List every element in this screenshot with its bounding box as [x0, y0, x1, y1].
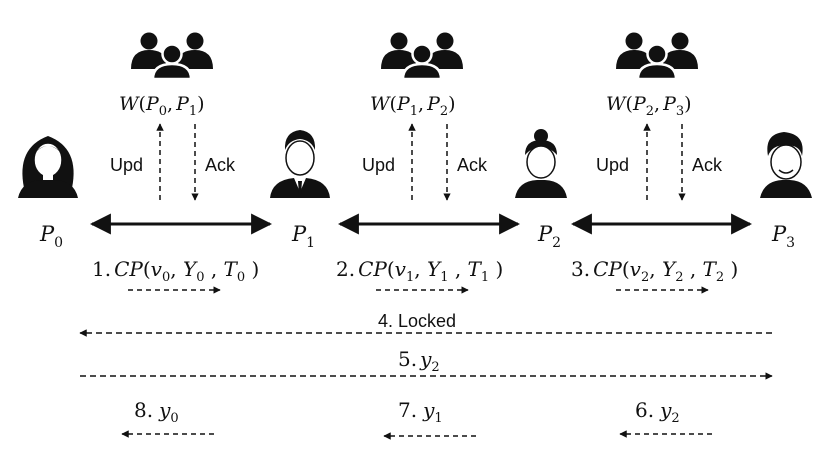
man-avatar-icon — [760, 132, 812, 198]
woman-bun-avatar-icon — [515, 129, 567, 198]
party-label-p0: P0 — [39, 222, 63, 251]
woman-avatar-icon — [18, 136, 78, 198]
ack-label-2: Ack — [457, 155, 488, 175]
group-icon — [614, 31, 700, 81]
watchtower-label-3: W(P2,P3) — [606, 93, 692, 119]
upd-label-2: Upd — [362, 155, 395, 175]
step-5-label: 5.y2 — [398, 347, 440, 375]
ack-label-3: Ack — [692, 155, 723, 175]
party-label-p1: P1 — [291, 222, 315, 251]
group-icon — [379, 31, 465, 81]
step-7-label: 7.y1 — [398, 398, 443, 426]
ack-label-1: Ack — [205, 155, 236, 175]
step-4-label: 4. Locked — [378, 311, 456, 331]
party-label-p3: P3 — [771, 222, 795, 251]
step-3-label: 3.CP(v2, Y2 , T2 ) — [571, 257, 738, 285]
businessman-avatar-icon — [270, 130, 330, 198]
group-icon — [129, 31, 215, 81]
step-6-label: 6.y2 — [635, 398, 680, 426]
upd-label-3: Upd — [596, 155, 629, 175]
step-2-label: 2.CP(v1, Y1 , T1 ) — [336, 257, 503, 285]
party-label-p2: P2 — [537, 222, 561, 251]
step-8-label: 8.y0 — [134, 398, 179, 426]
upd-label-1: Upd — [110, 155, 143, 175]
step-1-label: 1.CP(v0, Y0 , T0 ) — [92, 257, 259, 285]
watchtower-label-1: W(P0,P1) — [119, 93, 205, 119]
watchtower-label-2: W(P1,P2) — [370, 93, 456, 119]
